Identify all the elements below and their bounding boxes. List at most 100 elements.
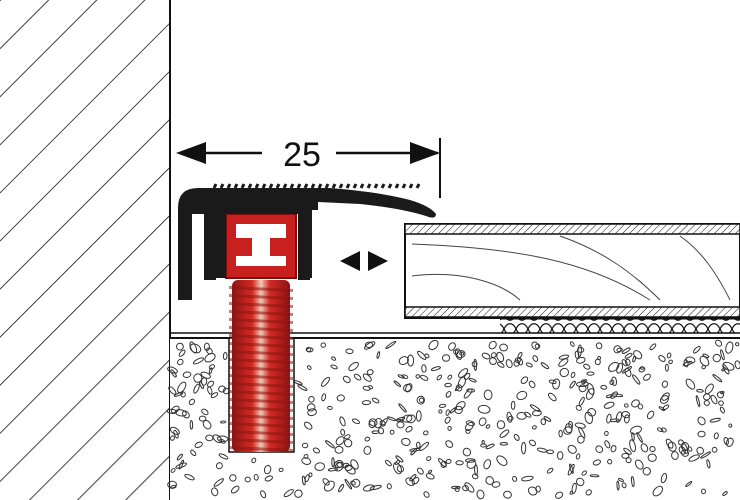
aggregate-stone <box>577 344 582 358</box>
thread-ridge <box>229 438 293 444</box>
aggregate-stone <box>576 381 589 388</box>
aggregate-stone <box>688 454 700 462</box>
aggregate-stone <box>189 420 194 430</box>
aggregate-stone <box>516 390 528 401</box>
underlay-layer <box>500 318 740 333</box>
aggregate-stone <box>658 355 666 362</box>
aggregate-stone <box>426 456 432 462</box>
thread-ridge <box>229 422 293 428</box>
aggregate-stone <box>206 347 213 355</box>
aggregate-stone <box>563 426 573 435</box>
aggregate-stone <box>175 342 184 351</box>
aggregate-stone <box>445 440 454 448</box>
aggregate-stone <box>722 361 735 371</box>
aggregate-stone <box>536 447 548 453</box>
aggregate-stone <box>409 474 417 482</box>
aggregate-stone <box>416 395 426 405</box>
aggregate-stone <box>682 360 693 367</box>
aggregate-stone <box>344 434 351 440</box>
aggregate-stone <box>201 408 209 416</box>
aggregate-stone <box>218 453 229 460</box>
aggregate-stone <box>613 345 622 354</box>
aggregate-stone <box>510 400 516 410</box>
aggregate-stone <box>386 483 392 490</box>
aggregate-stone <box>704 383 714 395</box>
aggregate-stone <box>477 404 491 414</box>
aggregate-stone <box>711 446 718 453</box>
profile-ribs <box>212 183 421 189</box>
thread-ridge <box>229 350 293 356</box>
aggregate-stone <box>448 342 456 351</box>
aggregate-stone <box>260 490 267 499</box>
aggregate-stone <box>709 417 721 423</box>
aggregate-stone <box>499 442 509 446</box>
aggregate-stone <box>681 442 689 455</box>
aggregate-stone <box>609 379 615 386</box>
aggregate-stone <box>640 443 649 453</box>
aggregate-stone <box>585 489 592 496</box>
aggregate-stone <box>725 341 734 354</box>
aggregate-stone <box>417 350 427 360</box>
aggregate-stone <box>697 416 706 426</box>
aggregate-stone <box>485 424 491 429</box>
aggregate-stone <box>575 453 581 460</box>
aggregate-stone <box>586 371 595 376</box>
aggregate-stone <box>176 453 183 461</box>
aggregate-stone <box>520 441 527 455</box>
aggregate-stone <box>175 462 188 469</box>
aggregate-stone <box>576 347 585 353</box>
aggregate-stone <box>464 421 474 432</box>
aggregate-stone <box>338 483 345 493</box>
aggregate-texture <box>166 339 740 500</box>
profile-rib <box>373 183 379 189</box>
aggregate-stone <box>540 362 550 370</box>
floor-covering <box>404 223 740 319</box>
aggregate-stone <box>485 443 495 450</box>
aggregate-stone <box>229 474 237 482</box>
aggregate-stone <box>496 455 508 466</box>
aggregate-stone <box>447 425 452 431</box>
aggregate-stone <box>661 380 669 388</box>
aggregate-stone <box>415 441 421 449</box>
aggregate-stone <box>658 406 666 412</box>
aggregate-stone <box>712 353 722 363</box>
aggregate-stone <box>587 383 595 395</box>
aggregate-stone <box>527 486 538 496</box>
aggregate-stone <box>583 363 591 370</box>
aggregate-stone <box>548 379 557 385</box>
aggregate-stone <box>558 358 569 367</box>
profile-rib <box>415 183 421 189</box>
aggregate-stone <box>401 374 409 380</box>
aggregate-stone <box>184 473 195 481</box>
thread-ridge <box>229 342 293 348</box>
aggregate-stone <box>327 405 333 410</box>
thread-ridge <box>229 310 293 316</box>
aggregate-stone <box>505 359 513 369</box>
aggregate-stone <box>459 351 465 356</box>
aggregate-stone <box>314 462 325 471</box>
aggregate-stone <box>335 436 345 446</box>
aggregate-stone <box>403 383 412 392</box>
aggregate-stone <box>343 438 353 448</box>
aggregate-stone <box>720 349 725 361</box>
aggregate-stone <box>455 460 464 466</box>
aggregate-stone <box>466 459 477 469</box>
aggregate-stone <box>416 467 424 475</box>
aggregate-stone <box>712 374 723 383</box>
aggregate-stone <box>321 393 327 402</box>
aggregate-stone <box>177 381 187 394</box>
profile-rib <box>296 183 302 189</box>
aggregate-stone <box>454 348 463 360</box>
thread-ridge <box>229 374 293 380</box>
aggregate-stone <box>376 351 381 359</box>
aggregate-stone <box>169 426 180 436</box>
aggregate-stone <box>569 341 575 347</box>
profile-rib <box>226 183 232 189</box>
aggregate-stone <box>630 425 642 435</box>
aggregate-stone <box>364 341 374 349</box>
aggregate-stone <box>638 366 646 373</box>
thread-ridge <box>229 446 293 452</box>
profile-rib <box>317 183 323 189</box>
wall <box>0 0 171 500</box>
aggregate-stone <box>445 391 452 398</box>
